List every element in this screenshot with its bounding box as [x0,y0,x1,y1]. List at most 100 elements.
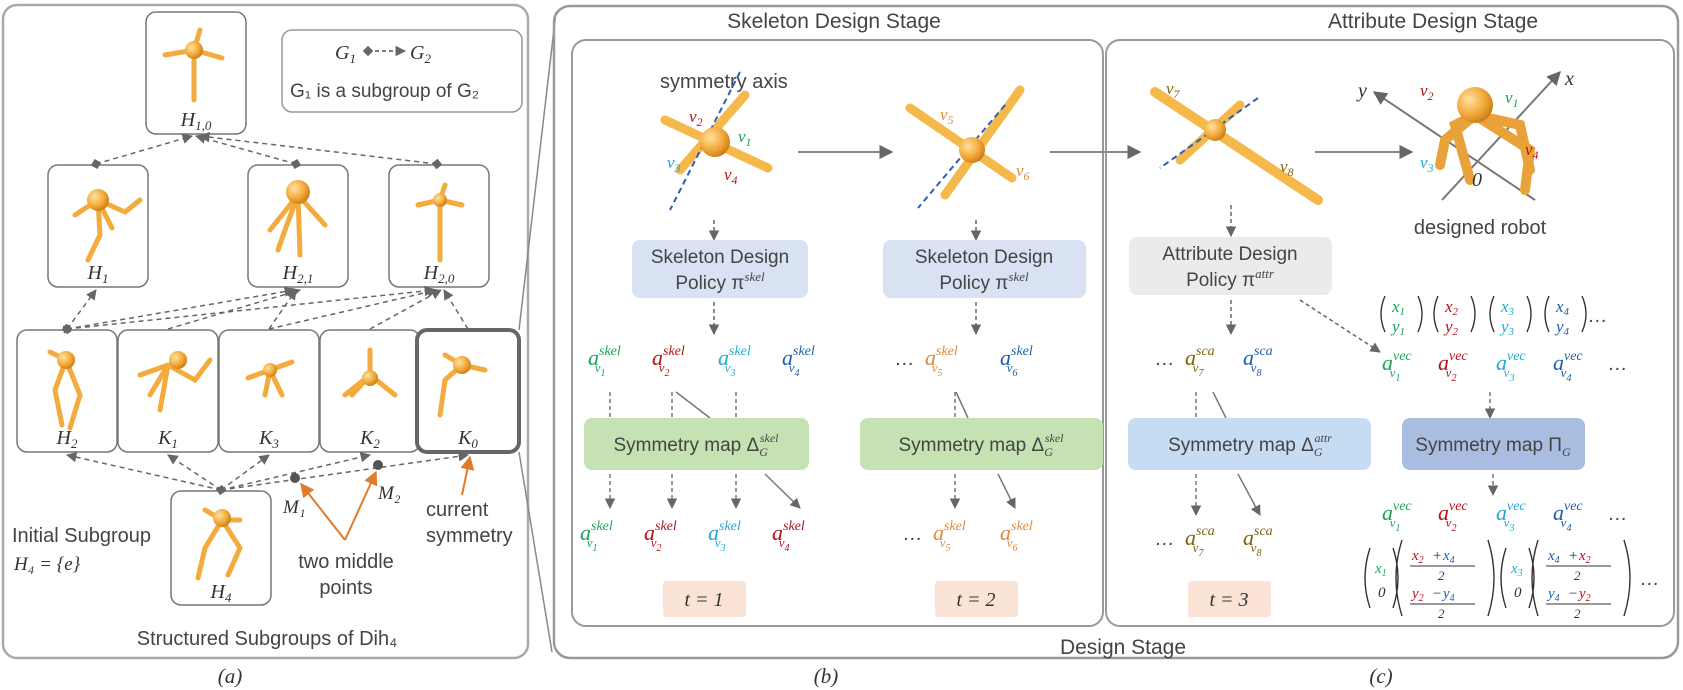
sublabel-c: (c) [1369,664,1392,688]
vector-formulas: x1 0 x2 + x4 2 y2 − y4 2 x3 0 x4 + x2 2 … [1364,539,1660,621]
initial-subgroup-formula: H₄ = {e} [13,554,81,575]
svg-text:…: … [895,348,915,370]
skeleton-symmetry-map-1 [584,418,809,470]
svg-text:…: … [1155,348,1175,370]
axis-y-label: y [1356,80,1367,102]
svg-text:−: − [1568,586,1578,602]
design-stage-frame [552,4,1680,660]
svg-text:0: 0 [1514,585,1522,601]
svg-text:x2: x2 [1411,548,1424,566]
svg-text:…: … [903,523,923,545]
label-h2: H2 [56,427,78,451]
svg-text:+: + [1568,548,1578,564]
svg-text:x3: x3 [1510,561,1523,579]
svg-text:v1: v1 [1505,88,1519,110]
legend-text: G₁ is a subgroup of G₂ [290,81,479,102]
svg-text:…: … [1588,305,1608,327]
svg-text:Symmetry map ΔGskel: Symmetry map ΔGskel [898,431,1064,459]
robot-step2: v5 v6 [905,85,1030,209]
time-step-3: t = 3 [1209,589,1248,611]
svg-text:y2: y2 [1443,317,1459,338]
sublabel-b: (b) [814,664,839,688]
attribute-symmetry-map [1128,418,1371,470]
label-k3: K3 [258,427,279,451]
skeleton-stage-title: Skeleton Design Stage [727,10,941,33]
svg-text:+: + [1432,548,1442,564]
svg-text:Policy πskel: Policy πskel [939,269,1029,294]
svg-text:y2: y2 [1577,586,1591,604]
svg-text:Symmetry map ΔGattr: Symmetry map ΔGattr [1168,431,1332,459]
svg-text:x1: x1 [1391,297,1405,318]
legend-from: G [335,42,350,64]
label-k2: K2 [359,427,380,451]
svg-text:Skeleton Design: Skeleton Design [651,247,789,268]
svg-text:Policy πattr: Policy πattr [1186,266,1275,291]
svg-text:x4: x4 [1547,548,1560,566]
svg-text:y4: y4 [1441,586,1455,604]
zoom-connectors [518,11,557,653]
label-h21: H2,1 [282,262,314,286]
panel-a: G1 G2 G₁ is a subgroup of G₂ [1,3,530,660]
label-h10: H1,0 [180,109,212,133]
current-symmetry-line2: symmetry [426,525,513,547]
svg-text:x2: x2 [1444,297,1459,318]
orange-pointers [300,455,475,541]
initial-subgroup-label: Initial Subgroup [12,525,151,547]
svg-text:y4: y4 [1546,586,1560,604]
svg-text:v4: v4 [724,165,738,187]
label-k0: K0 [457,427,478,451]
robot-bodies [57,41,471,527]
svg-text:v2: v2 [1420,81,1434,103]
svg-text:x3: x3 [1500,297,1515,318]
designed-robot: y x 0 v2 v1 v3 v4 [1356,68,1574,201]
svg-text:v7: v7 [1166,79,1181,101]
design-stage-label: Design Stage [1060,636,1186,659]
origin-label: 0 [1472,169,1482,191]
skeleton-policy-box-1 [632,240,808,298]
time-step-2: t = 2 [956,589,995,611]
skeleton-symmetry-map-2 [860,418,1103,470]
attribute-stage-title: Attribute Design Stage [1328,10,1538,33]
label-h20: H2,0 [423,262,455,286]
svg-text:G1: G1 [335,42,356,66]
designed-robot-label: designed robot [1414,217,1547,239]
svg-text:Symmetry map ΠG: Symmetry map ΠG [1415,435,1571,459]
panel-b: Skeleton Design Stage symmetry axis v2 v… [571,10,1142,627]
svg-text:…: … [1608,353,1628,375]
vector-pairs: x1 y1 x2 y2 x3 y3 x4 y4 … [1380,295,1608,338]
middle-point-2 [373,460,383,470]
sublabel-a: (a) [218,664,243,688]
svg-text:x4: x4 [1555,297,1570,318]
svg-text:Symmetry map ΔGskel: Symmetry map ΔGskel [613,431,779,459]
svg-text:Attribute Design: Attribute Design [1162,244,1297,265]
svg-text:Skeleton Design: Skeleton Design [915,247,1053,268]
svg-text:…: … [1155,528,1175,550]
m2-label: M₂ [377,483,401,504]
attribute-policy-box [1129,237,1332,295]
svg-text:2: 2 [1438,568,1445,583]
svg-text:…: … [1608,503,1628,525]
svg-text:v2: v2 [689,107,703,129]
label-h1: H1 [87,262,109,286]
svg-text:v3: v3 [667,153,681,175]
panel-a-caption: Structured Subgroups of Dih₄ [137,628,398,650]
